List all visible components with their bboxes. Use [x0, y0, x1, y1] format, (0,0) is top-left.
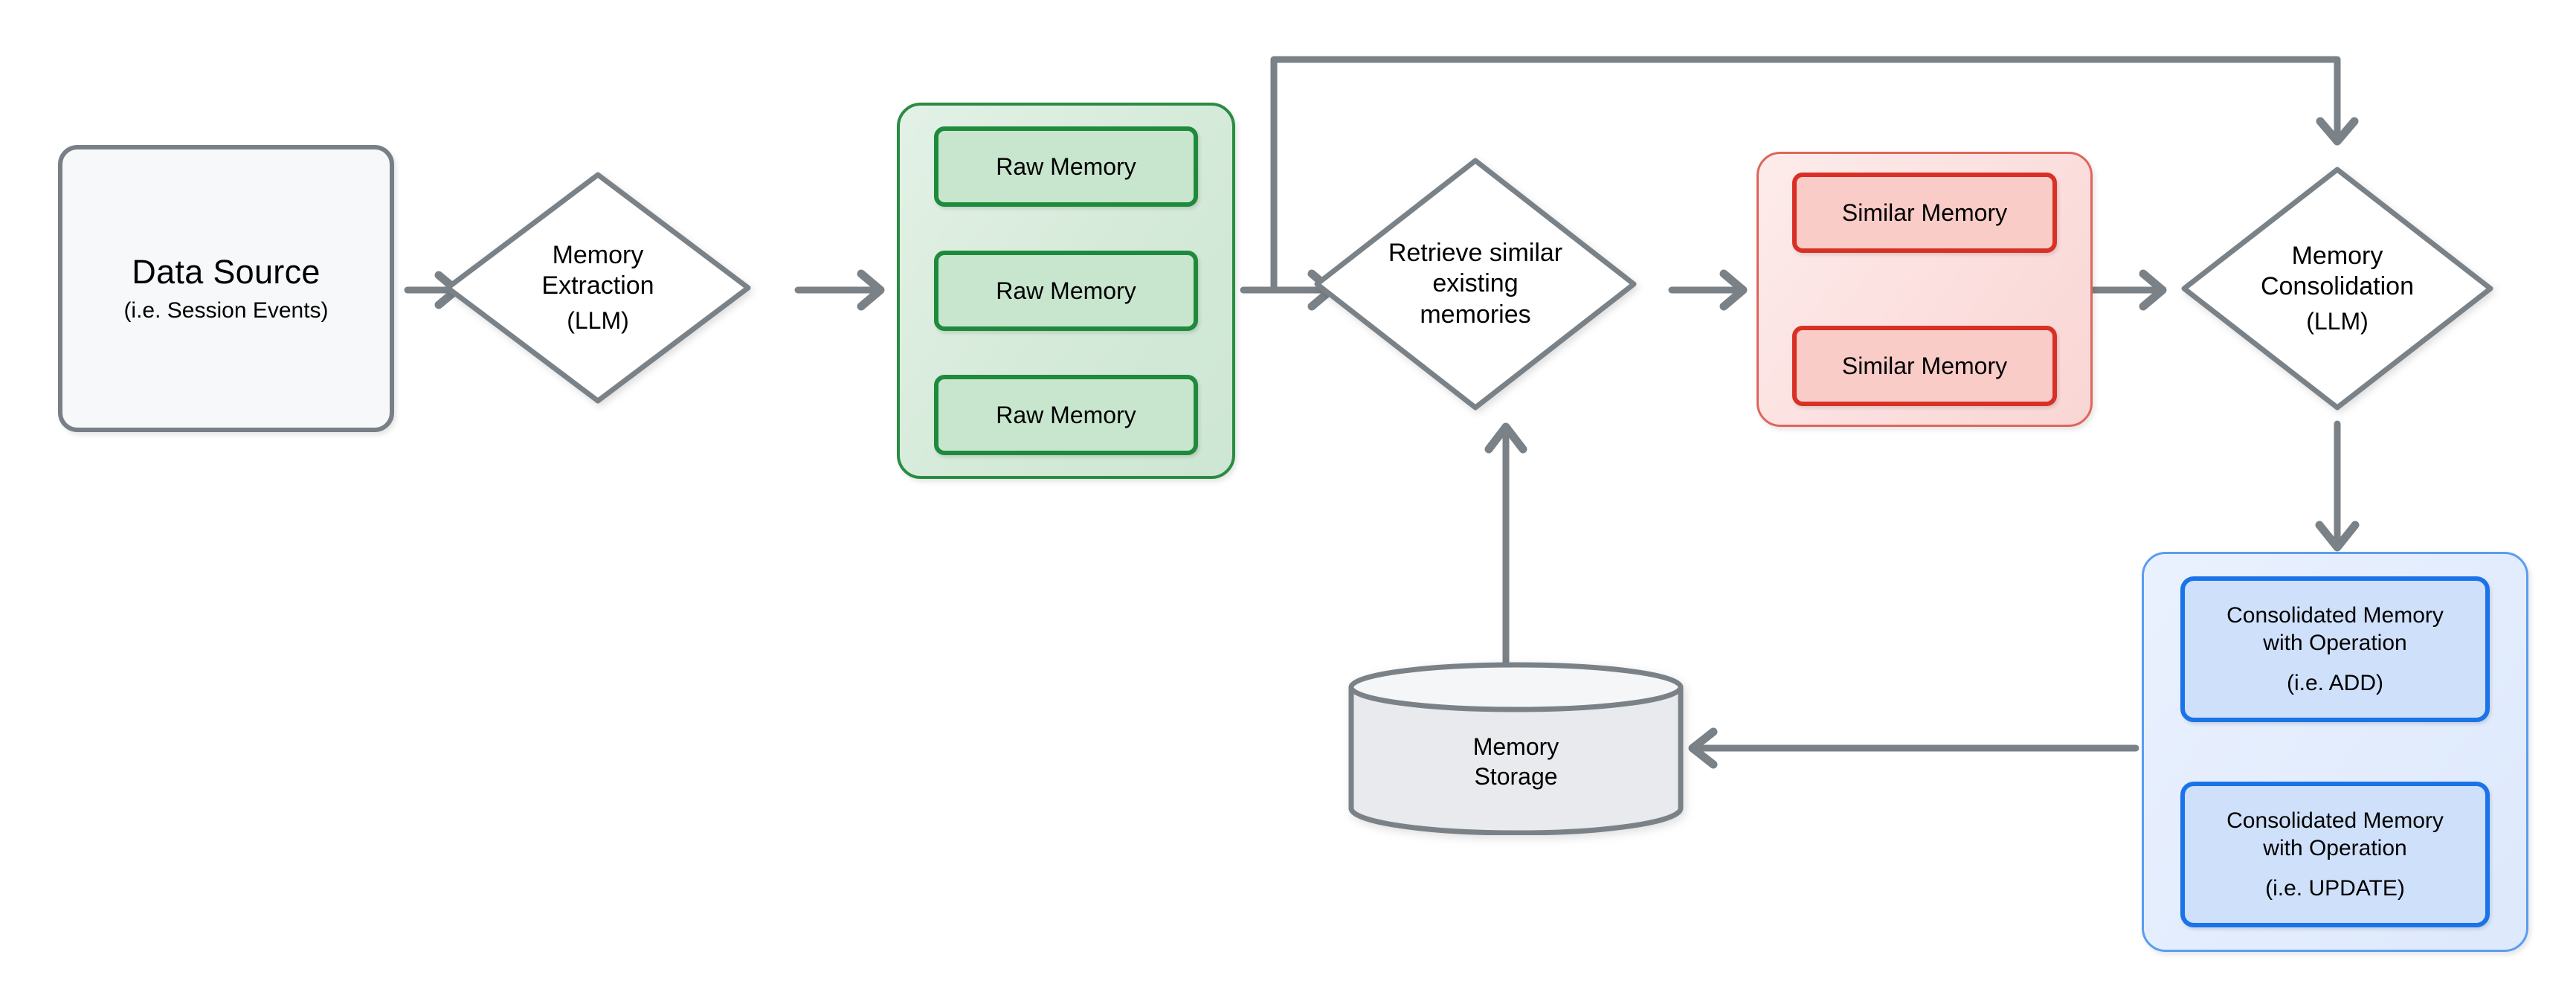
edge-memory-consolidation-to-consolidated-memory — [2315, 420, 2360, 552]
consolidated-memory-group[interactable]: Consolidated Memory with Operation (i.e.… — [2142, 552, 2528, 952]
diamond-shape — [2178, 164, 2496, 413]
raw-memory-label-2: Raw Memory — [996, 277, 1136, 304]
raw-memory-label-1: Raw Memory — [996, 152, 1136, 180]
raw-memory-label-3: Raw Memory — [996, 401, 1136, 428]
data-source-node[interactable]: Data Source (i.e. Session Events) — [58, 145, 394, 432]
raw-memory-group[interactable]: Raw Memory Raw Memory Raw Memory — [897, 103, 1235, 479]
memory-storage-node[interactable]: Memory Storage — [1347, 660, 1685, 835]
consolidated-memory-item-add[interactable]: Consolidated Memory with Operation (i.e.… — [2180, 576, 2490, 722]
similar-memory-label-1: Similar Memory — [1841, 199, 2008, 226]
diamond-shape — [442, 169, 754, 407]
raw-memory-item-1[interactable]: Raw Memory — [934, 126, 1198, 207]
consolidated-memory-add-title-line1: Consolidated Memory — [2226, 603, 2444, 628]
consolidated-memory-item-update[interactable]: Consolidated Memory with Operation (i.e.… — [2180, 782, 2490, 927]
raw-memory-item-3[interactable]: Raw Memory — [934, 375, 1198, 455]
similar-memory-item-1[interactable]: Similar Memory — [1792, 173, 2057, 253]
diamond-shape — [1311, 155, 1640, 413]
consolidated-memory-update-title-line2: with Operation — [2263, 836, 2407, 860]
memory-consolidation-node[interactable]: Memory Consolidation (LLM) — [2178, 164, 2496, 413]
edge-memory-storage-to-retrieve-similar — [1484, 422, 1527, 669]
edge-similar-memory-to-memory-consolidation — [2084, 269, 2167, 311]
consolidated-memory-add-subtitle: (i.e. ADD) — [2286, 670, 2384, 695]
similar-memory-item-2[interactable]: Similar Memory — [1792, 326, 2057, 406]
similar-memory-label-2: Similar Memory — [1841, 352, 2008, 379]
raw-memory-item-2[interactable]: Raw Memory — [934, 251, 1198, 331]
cylinder-shape — [1347, 660, 1685, 835]
edge-memory-extraction-to-raw-memory — [794, 269, 885, 311]
retrieve-similar-memories-node[interactable]: Retrieve similar existing memories — [1311, 155, 1640, 413]
data-source-title: Data Source — [132, 252, 321, 291]
memory-extraction-node[interactable]: Memory Extraction (LLM) — [442, 169, 754, 407]
consolidated-memory-update-subtitle: (i.e. UPDATE) — [2265, 875, 2405, 901]
consolidated-memory-add-title-line2: with Operation — [2263, 631, 2407, 655]
consolidated-memory-update-title-line1: Consolidated Memory — [2226, 808, 2444, 834]
edge-consolidated-memory-to-memory-storage — [1688, 727, 2139, 769]
data-source-subtitle: (i.e. Session Events) — [123, 298, 329, 324]
edge-retrieve-similar-to-similar-memory — [1668, 269, 1748, 311]
similar-memory-group[interactable]: Similar Memory Similar Memory — [1756, 152, 2093, 427]
